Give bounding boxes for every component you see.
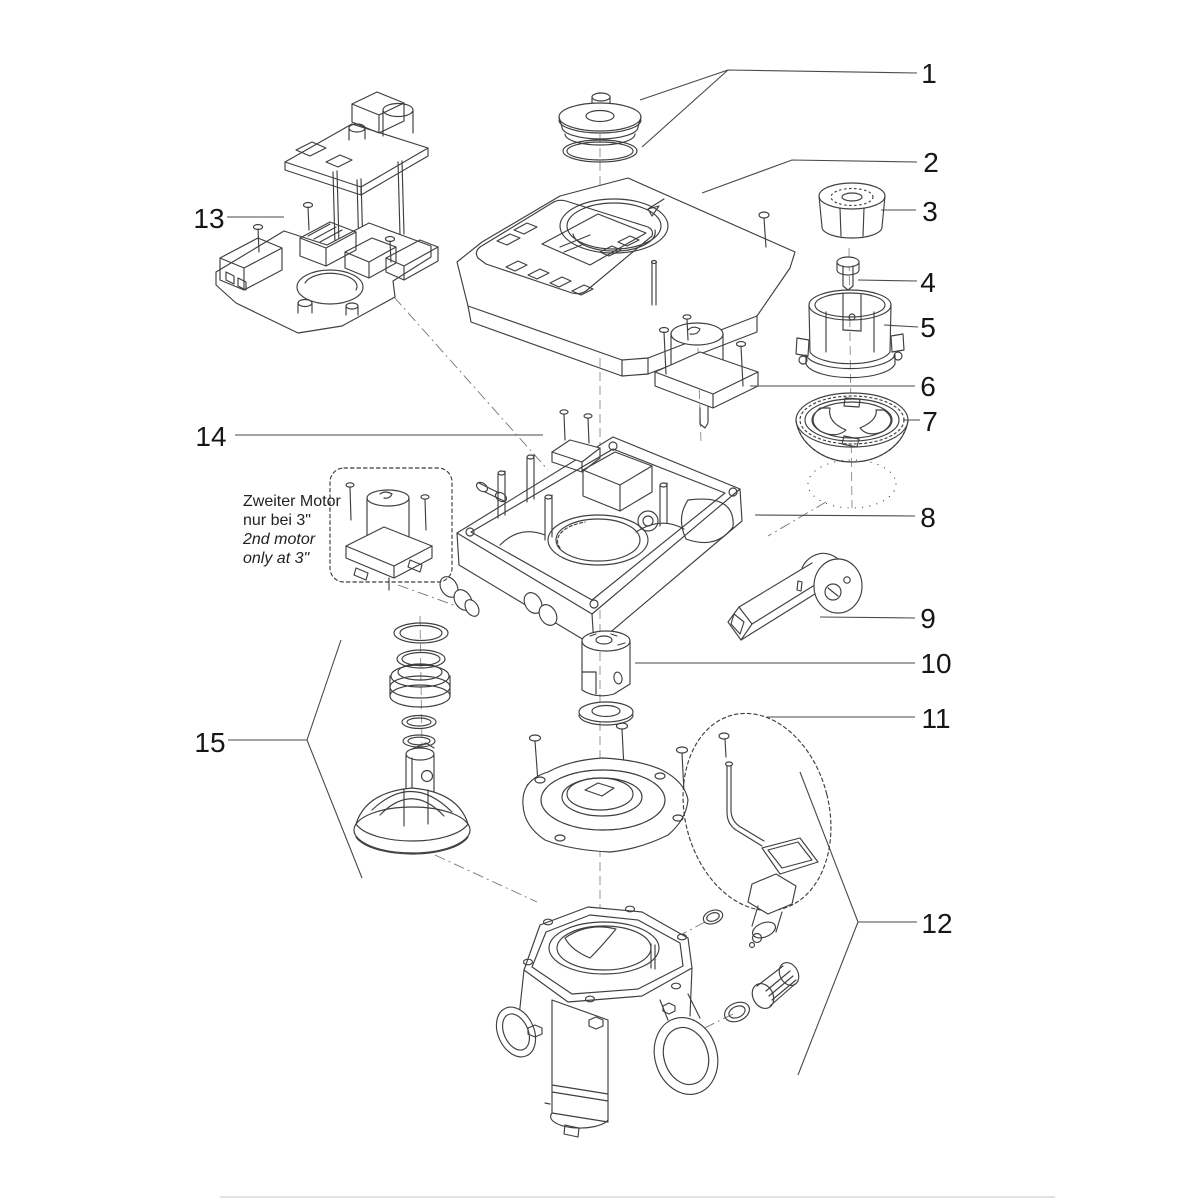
note-line-de-1: Zweiter Motor xyxy=(243,493,341,510)
mounting-bracket xyxy=(552,410,600,472)
crank-handle xyxy=(728,553,862,640)
flat-washer xyxy=(579,702,633,725)
ball-bearing-ring xyxy=(808,460,896,508)
part-label-5: 5 xyxy=(920,312,936,343)
housing-cover xyxy=(457,178,795,376)
part-label-6: 6 xyxy=(920,371,936,402)
leader-lines xyxy=(227,70,920,1075)
part-label-12: 12 xyxy=(921,908,952,939)
part-label-15: 15 xyxy=(194,727,225,758)
cover-cap-and-oring xyxy=(559,93,641,162)
part-label-2: 2 xyxy=(923,147,939,178)
part-label-8: 8 xyxy=(920,502,936,533)
optional-second-motor xyxy=(330,468,452,590)
cylindrical-insert xyxy=(819,183,885,238)
part-label-11: 11 xyxy=(921,703,950,734)
note-line-de-2: nur bei 3" xyxy=(243,512,311,529)
cam-cylinder xyxy=(582,631,630,696)
second-motor-note: Zweiter Motor nur bei 3" 2nd motor only … xyxy=(242,493,341,567)
flow-sensor-detail xyxy=(663,698,851,948)
part-label-1: 1 xyxy=(921,58,937,89)
note-line-en-2: only at 3" xyxy=(243,550,310,567)
part-number-labels: 1 2 3 4 5 6 7 8 9 10 11 12 13 14 15 xyxy=(193,58,952,939)
part-label-4: 4 xyxy=(920,267,936,298)
drive-motor xyxy=(655,315,758,428)
cover-arrow-icon xyxy=(648,199,664,216)
note-line-en-1: 2nd motor xyxy=(242,531,316,548)
valve-body xyxy=(489,906,727,1137)
cam-flange-plate xyxy=(523,723,688,852)
hex-bolt xyxy=(837,257,859,290)
cable-gland xyxy=(521,589,561,628)
part-label-14: 14 xyxy=(195,421,226,452)
ring-gear xyxy=(796,393,908,462)
part-label-13: 13 xyxy=(193,203,224,234)
cover-control-panel xyxy=(476,200,652,295)
cable-gland xyxy=(436,573,481,618)
base-housing xyxy=(436,437,742,646)
part-label-7: 7 xyxy=(922,406,938,437)
controller-pcb-assembly xyxy=(216,92,438,333)
injector-fitting xyxy=(721,959,802,1025)
part-label-3: 3 xyxy=(922,196,938,227)
seal-and-diverter-set xyxy=(354,623,470,854)
part-label-10: 10 xyxy=(920,648,951,679)
clutch-housing xyxy=(796,290,904,378)
part-label-9: 9 xyxy=(920,603,936,634)
